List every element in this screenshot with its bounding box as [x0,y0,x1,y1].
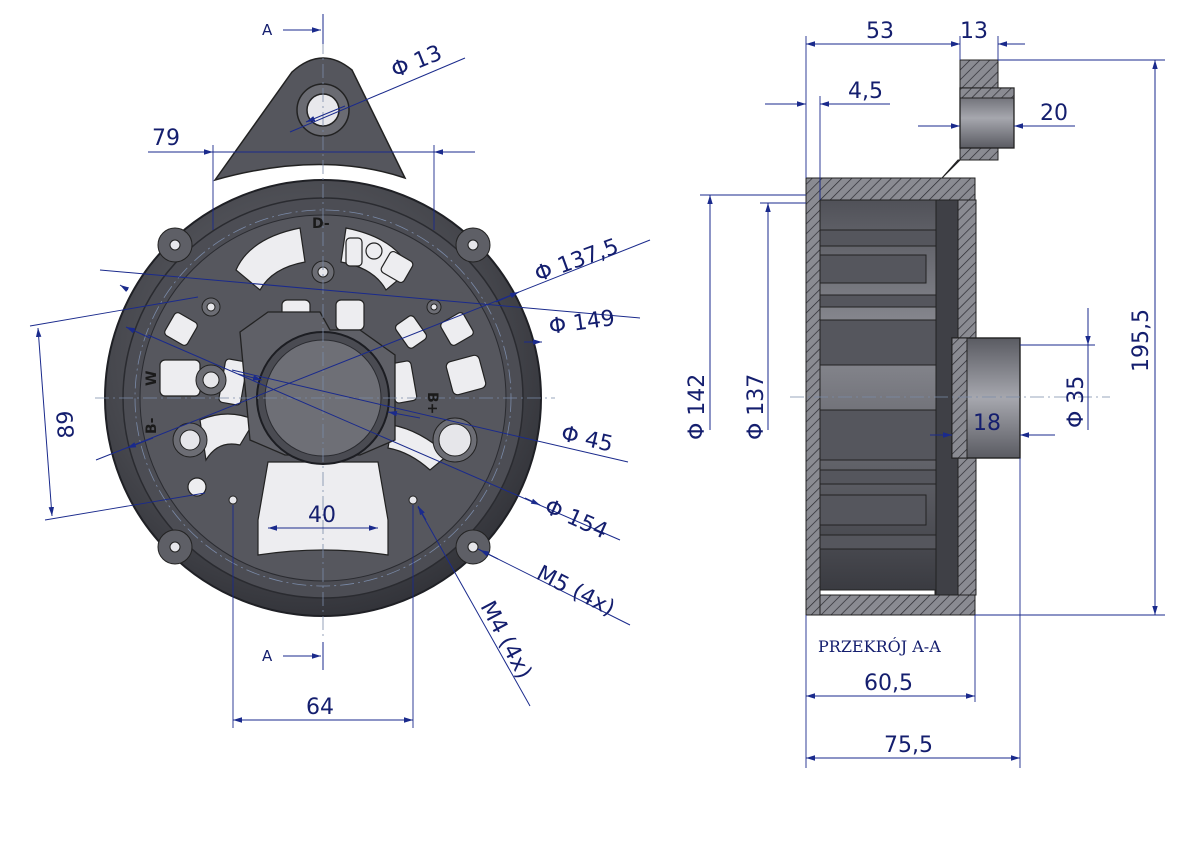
section-mark-bottom: A [262,642,324,670]
svg-text:M4 (4x): M4 (4x) [475,597,537,683]
dim-phi-142: Φ 142 [685,194,806,440]
svg-text:4,5: 4,5 [848,79,883,104]
svg-text:A: A [262,647,273,665]
svg-text:75,5: 75,5 [884,733,933,758]
dim-60-5: 60,5 [805,615,976,768]
dim-89: 89 [29,296,206,521]
section-view: 53 13 4,5 20 Φ 142 [685,19,1165,768]
terminal-b-minus-label: B- [144,417,160,434]
front-view: D- W B- B+ A A Φ 13 79 [29,14,651,728]
dim-phi-35: Φ 35 [1020,308,1095,430]
dim-4-5: 4,5 [765,79,890,200]
svg-text:89: 89 [53,410,80,440]
dim-195-5: 195,5 [975,59,1165,616]
dim-20: 20 [918,101,1075,129]
svg-text:Φ 13: Φ 13 [388,41,446,84]
svg-text:79: 79 [152,126,180,151]
dim-53: 53 [805,19,961,178]
svg-text:Φ 137,5: Φ 137,5 [532,234,623,287]
svg-text:64: 64 [306,695,334,720]
terminal-w-label: W [144,371,160,386]
svg-text:A: A [262,21,273,39]
dim-64: 64 [232,505,414,728]
svg-text:18: 18 [973,411,1001,436]
svg-text:53: 53 [866,19,894,44]
svg-text:Φ 154: Φ 154 [541,495,612,545]
svg-text:M5 (4x): M5 (4x) [532,561,618,621]
svg-text:20: 20 [1040,101,1068,126]
svg-text:Φ 45: Φ 45 [559,421,616,457]
dim-79: 79 [148,126,475,230]
inner-ribs [805,229,957,550]
section-caption: PRZEKRÓJ A-A [818,636,941,656]
svg-text:195,5: 195,5 [1129,309,1154,372]
svg-text:60,5: 60,5 [864,671,913,696]
svg-text:Φ 142: Φ 142 [685,374,710,440]
bolt-lugs [157,227,491,565]
m4-hole [228,495,238,505]
dim-40: 40 [268,503,378,531]
dim-18: 18 [930,411,1055,438]
terminal-d-minus-label: D- [312,216,330,232]
dim-13: 13 [940,19,1025,60]
svg-text:40: 40 [308,503,336,528]
section-mark-top: A [262,14,324,44]
svg-text:Φ 137: Φ 137 [744,374,769,440]
dim-phi-137: Φ 137 [744,202,806,440]
svg-text:Φ 35: Φ 35 [1064,376,1089,428]
dim-75-5: 75,5 [806,458,1021,768]
terminal-b-plus-label: B+ [424,392,440,414]
m4-hole [408,495,418,505]
svg-text:13: 13 [960,19,988,44]
